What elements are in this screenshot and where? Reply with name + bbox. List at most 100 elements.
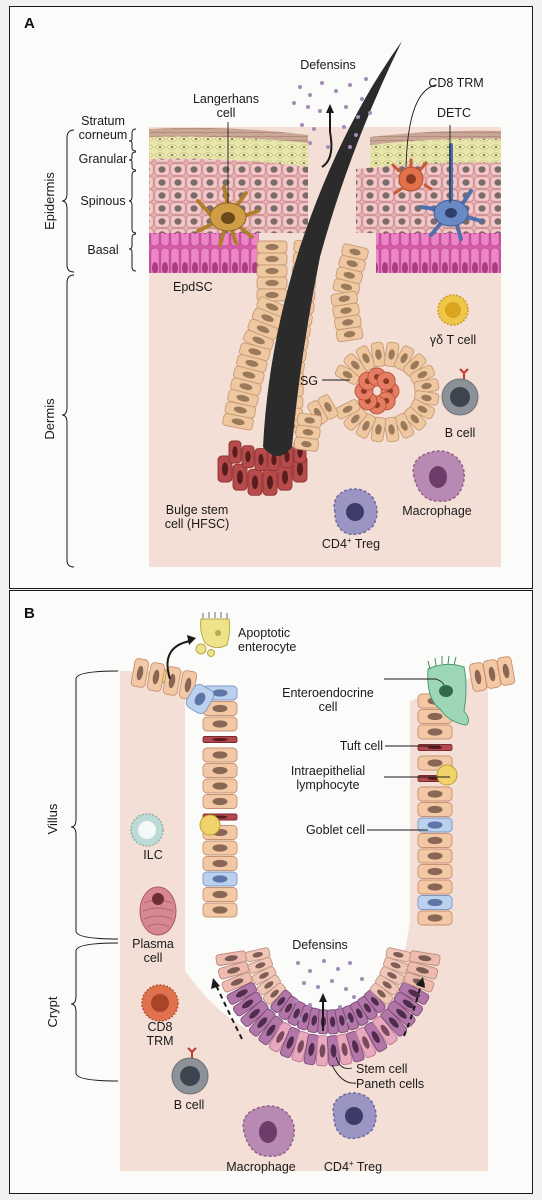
crypt-cell xyxy=(379,966,405,985)
layer-brackets xyxy=(61,128,137,568)
enterocyte xyxy=(130,658,150,688)
enterocyte xyxy=(417,910,453,926)
crypt-cell xyxy=(240,1000,269,1027)
crypt-cell xyxy=(383,956,409,974)
apoptotic-label-2: enterocyte xyxy=(238,640,296,654)
goblet-cell xyxy=(417,817,453,833)
enterocyte xyxy=(417,724,453,740)
goblet-label: Goblet cell xyxy=(306,823,365,837)
stem-cell-label: Stem cell xyxy=(356,1062,407,1076)
enterocyte xyxy=(496,656,516,686)
enterocyte xyxy=(417,879,453,895)
cd4-treg-label-a: CD4+ Treg xyxy=(322,536,380,551)
crypt-cell xyxy=(221,971,253,993)
defensins-label-b: Defensins xyxy=(292,938,348,952)
epidermis-left xyxy=(149,127,308,273)
epidermis-label: Epidermis xyxy=(42,172,57,230)
crypt-cell xyxy=(393,991,424,1017)
iel-cell xyxy=(199,814,221,836)
plasma-cell-icon xyxy=(139,886,177,936)
tuft-cell xyxy=(202,736,238,743)
sebaceous-cell xyxy=(413,378,440,394)
bulge-stem-cell xyxy=(254,448,268,472)
sebaceous-cell xyxy=(409,399,436,420)
panel-b-letter: B xyxy=(24,605,35,622)
b-cell-label-a: B cell xyxy=(445,426,476,440)
enterocyte xyxy=(202,887,238,902)
enterocyte xyxy=(202,747,238,763)
sebaceous-cell xyxy=(402,353,427,377)
sebaceous-cell xyxy=(383,341,400,368)
follicle-cell xyxy=(332,302,360,319)
stratum-label: Stratum xyxy=(81,114,125,128)
bulge-stem-cell xyxy=(277,463,293,491)
epidermis-right xyxy=(356,130,501,273)
stem-cell xyxy=(315,1035,330,1067)
plasma-label-2: cell xyxy=(144,951,163,965)
bulge-stem-cell xyxy=(232,463,248,491)
enterocyte xyxy=(417,786,453,802)
defensin-particles-b xyxy=(294,959,364,1023)
cd8-label-2: TRM xyxy=(146,1034,173,1048)
apoptotic-label-1: Apoptotic xyxy=(238,626,290,640)
lamina-propria-background xyxy=(120,671,488,1171)
cd8-trm-label-a: CD8 TRM xyxy=(428,76,483,90)
plasma-label-1: Plasma xyxy=(132,937,174,951)
ilc-icon xyxy=(130,813,164,847)
crypt-cell xyxy=(248,1008,276,1037)
detc-label: DETC xyxy=(437,106,471,120)
gd-t-cell-label: γδ T cell xyxy=(430,333,476,347)
macrophage-label-a: Macrophage xyxy=(402,504,472,518)
sg-label: SG xyxy=(300,374,318,388)
migration-arrow-right xyxy=(403,983,422,1037)
enterocyte xyxy=(482,659,502,689)
sebaceous-cell xyxy=(393,413,415,439)
follicle-cell xyxy=(227,389,259,408)
bulge-stem-cell xyxy=(262,468,278,496)
sebaceous-cell xyxy=(370,341,387,368)
enterocyte xyxy=(202,716,238,732)
enterocyte xyxy=(146,662,166,692)
goblet-cell xyxy=(185,684,215,714)
follicle-cell xyxy=(256,264,288,278)
intestinal-epithelium xyxy=(130,656,516,1067)
crypt-cell xyxy=(287,1000,306,1026)
granular-label: Granular xyxy=(79,152,128,166)
ilc-label: ILC xyxy=(143,848,162,862)
bulge-stem-cell xyxy=(217,455,233,483)
enterocyte xyxy=(202,778,238,794)
crypt-cell xyxy=(232,991,263,1017)
bulge-label-1: Bulge stem xyxy=(166,503,229,517)
follicle-cell xyxy=(256,276,288,290)
dermis-label: Dermis xyxy=(42,398,57,440)
crypt-label: Crypt xyxy=(45,996,60,1027)
goblet-cell xyxy=(202,685,238,701)
treg-icon xyxy=(333,488,378,536)
corneum-label: corneum xyxy=(79,128,128,142)
macrophage-icon xyxy=(412,450,465,502)
enterocyte xyxy=(417,864,453,879)
crypt-cell xyxy=(375,974,400,996)
panel-b: B Villus Crypt Apoptotic enterocyte Ente… xyxy=(9,590,533,1194)
follicle-cell xyxy=(239,342,271,362)
follicle-cell xyxy=(296,412,323,428)
panel-a-letter: A xyxy=(24,15,35,32)
iel-label-2: lymphocyte xyxy=(296,778,359,792)
langerhans-label-2: cell xyxy=(217,106,236,120)
enterocyte xyxy=(468,662,488,692)
cd8-label-1: CD8 xyxy=(147,1020,172,1034)
sebaceous-cell xyxy=(402,407,427,431)
enterocyte xyxy=(202,856,238,871)
defensins-label-a: Defensins xyxy=(300,58,356,72)
follicle-cell xyxy=(256,252,288,266)
enterocyte xyxy=(202,794,238,809)
enterocyte xyxy=(202,840,238,856)
tuft-cell xyxy=(417,744,453,751)
crypt-cell xyxy=(380,1008,408,1037)
region-brackets xyxy=(70,670,119,1082)
defensin-particles xyxy=(292,77,372,149)
crypt-cell xyxy=(245,947,271,963)
panel-b-diagram: B Villus Crypt Apoptotic enterocyte Ente… xyxy=(24,605,516,1174)
langerhans-label-1: Langerhans xyxy=(193,92,259,106)
